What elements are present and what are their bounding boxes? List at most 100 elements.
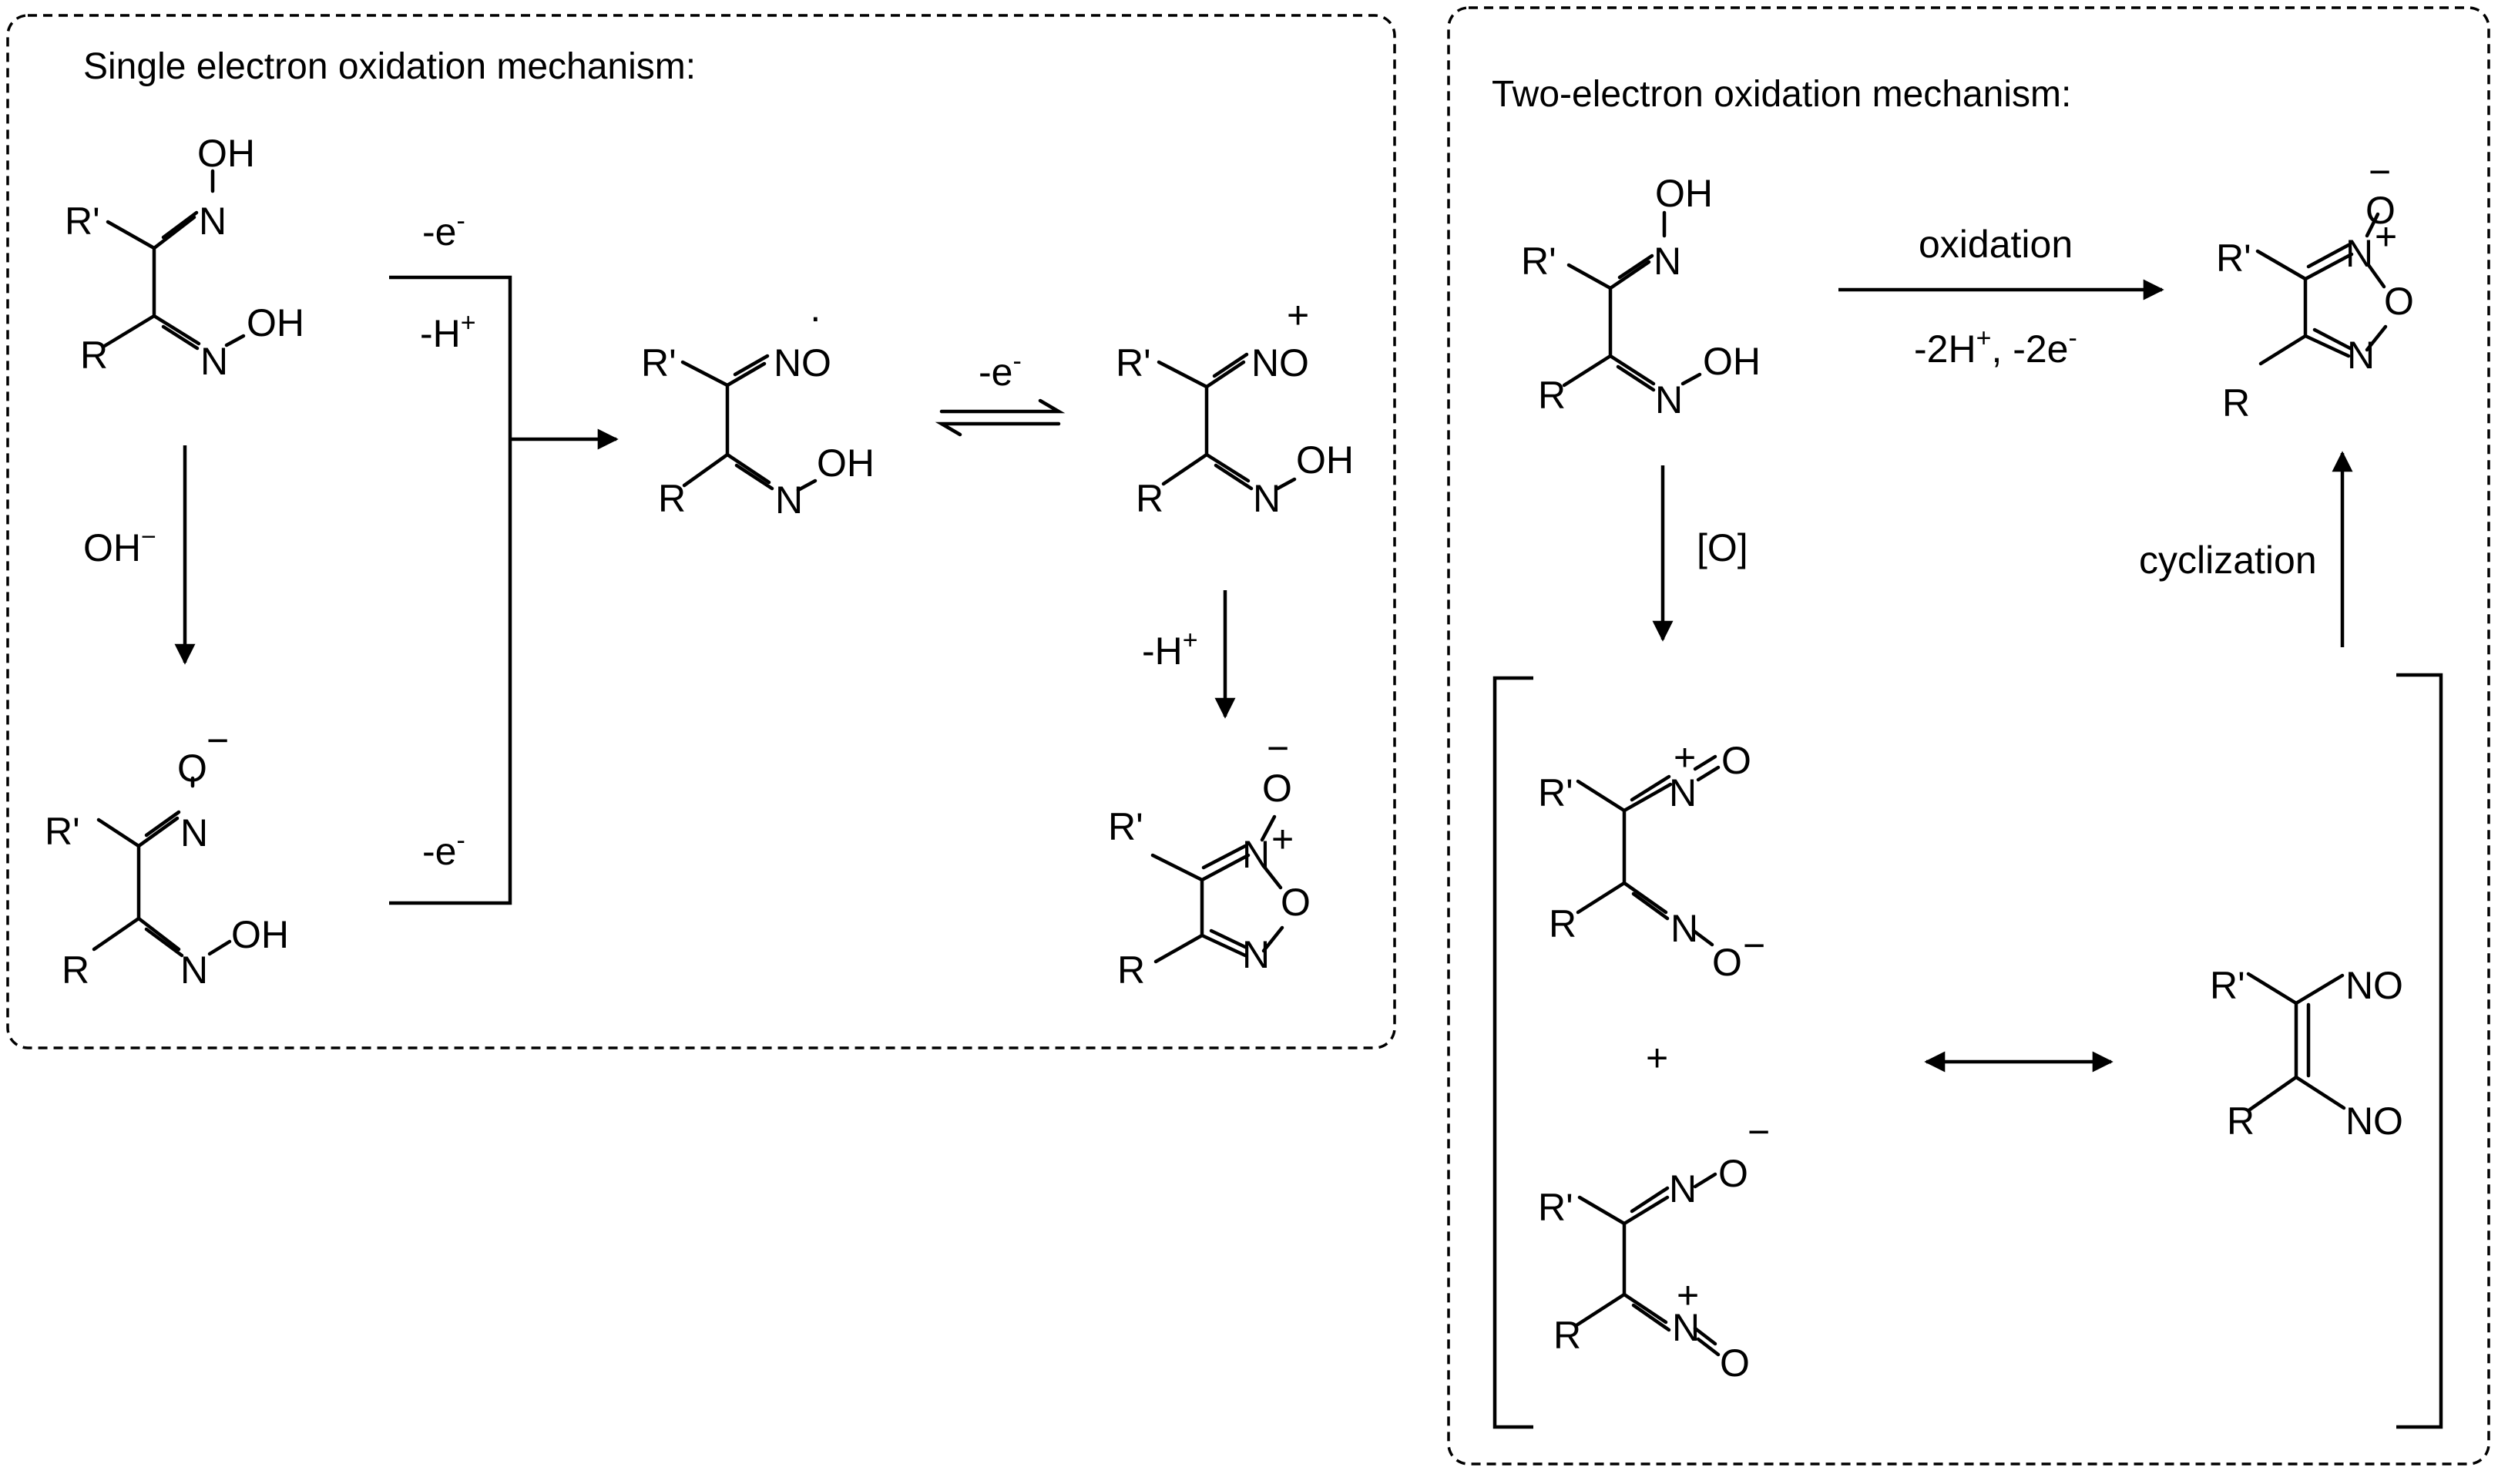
- svg-text:−: −: [1743, 924, 1765, 967]
- svg-text:N: N: [775, 478, 803, 522]
- svg-text:N: N: [2347, 334, 2375, 377]
- svg-text:O: O: [2373, 964, 2403, 1007]
- svg-text:N: N: [1253, 477, 1281, 520]
- svg-text:N: N: [180, 948, 208, 992]
- minus-h-label: -H+: [420, 308, 476, 355]
- svg-text:−: −: [1267, 727, 1289, 770]
- svg-text:·: ·: [809, 295, 822, 338]
- svg-text:R': R': [1538, 771, 1573, 814]
- svg-text:N: N: [1672, 1306, 1700, 1349]
- svg-text:O: O: [1281, 881, 1311, 924]
- svg-text:N: N: [1251, 341, 1279, 384]
- svg-text:R': R': [65, 200, 100, 243]
- svg-text:−: −: [206, 719, 229, 762]
- two-electron-panel-frame: [1447, 6, 2490, 1466]
- nitroso-nitronate-1: R' N + O R N O −: [1538, 736, 1765, 984]
- svg-text:R': R': [641, 341, 677, 384]
- furoxan-right: R' N + O − O N R: [2216, 150, 2414, 425]
- svg-text:N: N: [1669, 1167, 1697, 1210]
- svg-text:N: N: [1669, 771, 1697, 814]
- svg-text:+: +: [1271, 818, 1294, 861]
- svg-text:O: O: [1279, 341, 1309, 384]
- svg-text:N: N: [2345, 1100, 2373, 1143]
- iminoxyl-radical: R' N O · R N OH: [641, 295, 875, 522]
- svg-text:R': R': [2210, 964, 2245, 1007]
- oximate-anion: R' N O − R N OH: [45, 719, 289, 992]
- cyclization-label: cyclization: [2139, 539, 2317, 582]
- oxoammonium-cation: R' N O + R N OH: [1116, 294, 1354, 520]
- intermediate-bracket-right: [2396, 673, 2443, 1429]
- svg-text:R: R: [2222, 381, 2250, 425]
- svg-text:R: R: [1553, 1314, 1581, 1357]
- svg-text:OH: OH: [231, 913, 289, 956]
- svg-text:+: +: [1674, 736, 1696, 779]
- svg-text:N: N: [1242, 833, 1270, 876]
- svg-text:R: R: [1538, 374, 1566, 417]
- single-electron-title: Single electron oxidation mechanism:: [83, 46, 696, 87]
- svg-text:R: R: [80, 334, 108, 377]
- single-electron-panel-frame: [6, 14, 1396, 1049]
- svg-text:O: O: [1720, 1341, 1750, 1385]
- svg-text:OH: OH: [197, 132, 255, 175]
- svg-text:R': R': [2216, 237, 2251, 280]
- svg-text:O: O: [1721, 739, 1751, 782]
- dinitrosoalkene: R' N O R N O: [2210, 964, 2403, 1143]
- svg-text:R: R: [2227, 1100, 2255, 1143]
- svg-text:N: N: [1654, 240, 1681, 283]
- hydroxide-label: OH−: [83, 522, 156, 569]
- svg-text:O: O: [1718, 1152, 1748, 1195]
- two-electron-title: Two-electron oxidation mechanism:: [1492, 74, 2071, 115]
- svg-text:−: −: [2369, 150, 2391, 193]
- svg-text:N: N: [1670, 907, 1698, 950]
- svg-text:O: O: [1262, 767, 1292, 810]
- svg-text:N: N: [1655, 378, 1683, 421]
- equilibrium-arrows: [935, 398, 1066, 437]
- svg-text:OH: OH: [817, 442, 875, 485]
- svg-text:R: R: [1117, 948, 1145, 992]
- equilibrium-minus-e-label: -e-: [979, 347, 1022, 394]
- svg-text:R': R': [1108, 805, 1143, 848]
- nitroso-nitronate-2: R' N O − R N + O: [1538, 1110, 1770, 1385]
- svg-text:OH: OH: [1703, 340, 1761, 383]
- svg-text:O: O: [1712, 941, 1742, 984]
- svg-text:N: N: [200, 340, 228, 383]
- dioxime-left: R' N OH R N OH: [65, 132, 304, 383]
- svg-text:R': R': [1538, 1186, 1573, 1229]
- svg-text:−: −: [1748, 1110, 1770, 1153]
- svg-text:OH: OH: [247, 301, 304, 344]
- svg-text:O: O: [801, 341, 831, 384]
- svg-text:OH: OH: [1655, 172, 1713, 215]
- svg-text:R': R': [45, 810, 80, 853]
- minus-e-label-top: -e-: [422, 206, 465, 253]
- dioxime-right: R' N OH R N OH: [1521, 172, 1761, 421]
- svg-text:N: N: [2345, 232, 2373, 275]
- svg-text:N: N: [199, 200, 227, 243]
- converging-bracket: [389, 275, 512, 905]
- svg-text:R: R: [1136, 477, 1163, 520]
- svg-text:N: N: [774, 341, 801, 384]
- oxidation-conditions-label: -2H+, -2e-: [1914, 324, 2077, 371]
- svg-text:R': R': [1116, 341, 1151, 384]
- furoxan-left: R' N + O − O N R: [1108, 727, 1311, 992]
- svg-text:R': R': [1521, 240, 1556, 283]
- intermediate-bracket-left: [1492, 676, 1533, 1429]
- oxidant-label: [O]: [1697, 526, 1748, 569]
- svg-text:O: O: [2365, 189, 2396, 232]
- resonance-plus: +: [1646, 1036, 1668, 1079]
- svg-text:N: N: [180, 811, 208, 854]
- svg-text:+: +: [2375, 215, 2397, 258]
- svg-text:+: +: [1677, 1274, 1699, 1317]
- svg-text:+: +: [1287, 294, 1309, 337]
- svg-text:O: O: [2384, 280, 2414, 323]
- svg-text:N: N: [1242, 933, 1270, 976]
- minus-e-label-bottom: -e-: [422, 826, 465, 873]
- svg-text:O: O: [177, 747, 207, 790]
- svg-text:OH: OH: [1296, 438, 1354, 482]
- svg-text:R: R: [658, 477, 686, 520]
- deprotonation-label: -H+: [1142, 626, 1198, 673]
- svg-text:R: R: [1549, 902, 1576, 945]
- svg-text:N: N: [2345, 964, 2373, 1007]
- oxidation-label: oxidation: [1919, 223, 2073, 266]
- svg-text:O: O: [2373, 1100, 2403, 1143]
